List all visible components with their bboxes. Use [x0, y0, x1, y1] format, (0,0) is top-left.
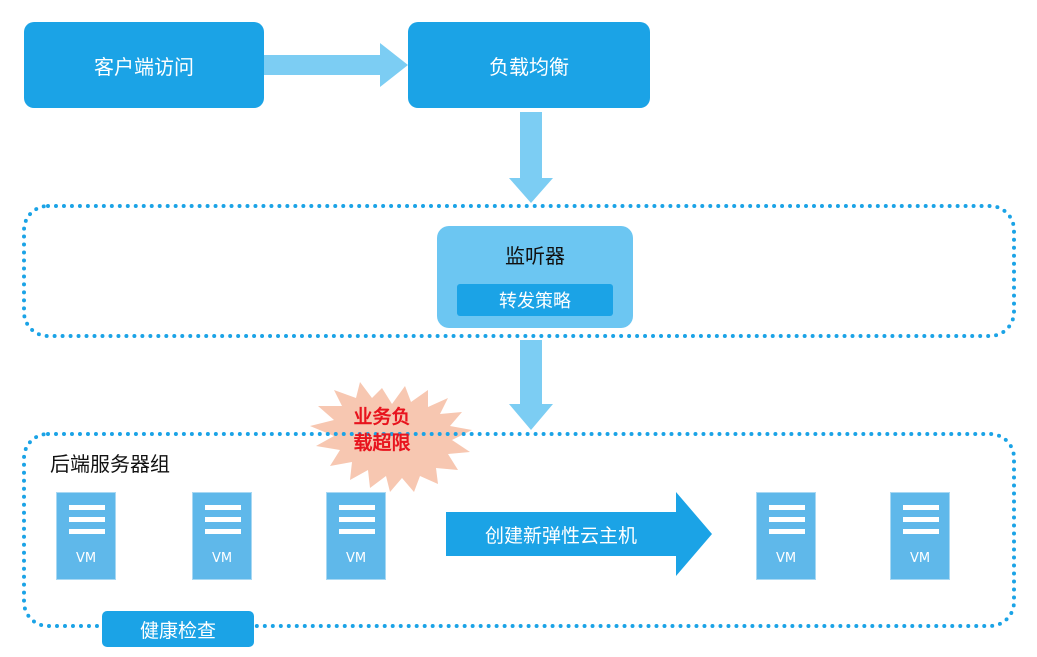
- load-balancer-label: 负载均衡: [489, 54, 569, 79]
- vm-label: VM: [909, 551, 931, 566]
- listener-node: 监听器 转发策略: [437, 226, 633, 328]
- arrow-client-to-lb: [264, 43, 408, 87]
- health-check-badge: 健康检查: [102, 611, 254, 647]
- vm-label: VM: [345, 551, 367, 566]
- client-access-label: 客户端访问: [94, 54, 194, 79]
- listener-label: 监听器: [505, 244, 565, 268]
- listener-region: [22, 204, 1016, 338]
- vm-label: VM: [775, 551, 797, 566]
- overload-burst-text: 业务负 载超限: [330, 404, 434, 456]
- new-vm-server-icon: VM: [756, 492, 816, 580]
- load-balancer-node: 负载均衡: [408, 22, 650, 108]
- vm-label: VM: [75, 551, 97, 566]
- backend-group-label: 后端服务器组: [50, 452, 170, 476]
- arrow-lb-to-listener: [509, 112, 553, 203]
- vm-server-icon: VM: [326, 492, 386, 580]
- client-access-node: 客户端访问: [24, 22, 264, 108]
- scale-out-arrow: [446, 492, 712, 576]
- vm-server-icon: VM: [192, 492, 252, 580]
- new-vm-server-icon: VM: [890, 492, 950, 580]
- vm-server-icon: VM: [56, 492, 116, 580]
- arrow-listener-to-backend: [509, 340, 553, 430]
- forward-policy-badge: 转发策略: [457, 284, 613, 316]
- vm-label: VM: [211, 551, 233, 566]
- overload-line-2: 载超限: [353, 432, 411, 454]
- backend-server-group-region: [22, 432, 1016, 628]
- overload-burst-shape: [310, 382, 472, 492]
- scale-out-label: 创建新弹性云主机: [484, 524, 637, 547]
- overload-line-1: 业务负: [353, 406, 411, 428]
